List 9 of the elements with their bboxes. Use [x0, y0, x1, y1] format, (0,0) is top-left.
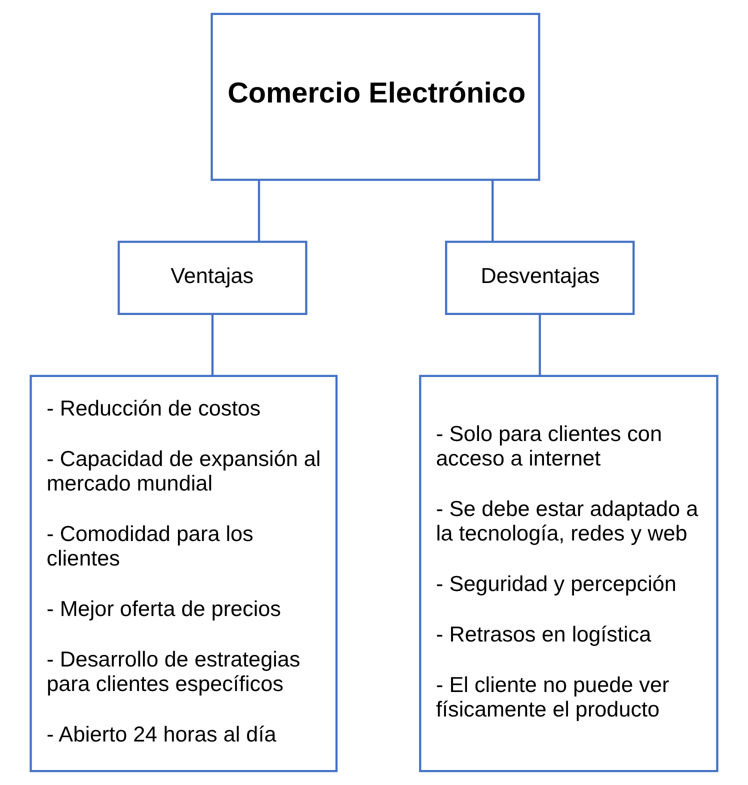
node-box: Desventajas [445, 240, 635, 315]
node-box: Ventajas [118, 240, 308, 315]
node-box: - Reducción de costos - Capacidad de expansión al mercado mundial - Comodidad para los clientes - Mejor oferta de precios - Desarrollo de estrategias para clientes específicos - Abierto 24 horas al día [30, 374, 338, 772]
node-box: Comercio Electrónico [210, 12, 540, 181]
node-box: - Solo para clientes con acceso a internet - Se debe estar adaptado a la tecnología, redes y web - Seguridad y percepción - Retrasos en logística - El cliente no puede ver físicamente el producto [419, 374, 718, 772]
connector [538, 314, 541, 376]
connector [258, 180, 260, 242]
connector [211, 314, 214, 376]
connector [492, 180, 494, 242]
